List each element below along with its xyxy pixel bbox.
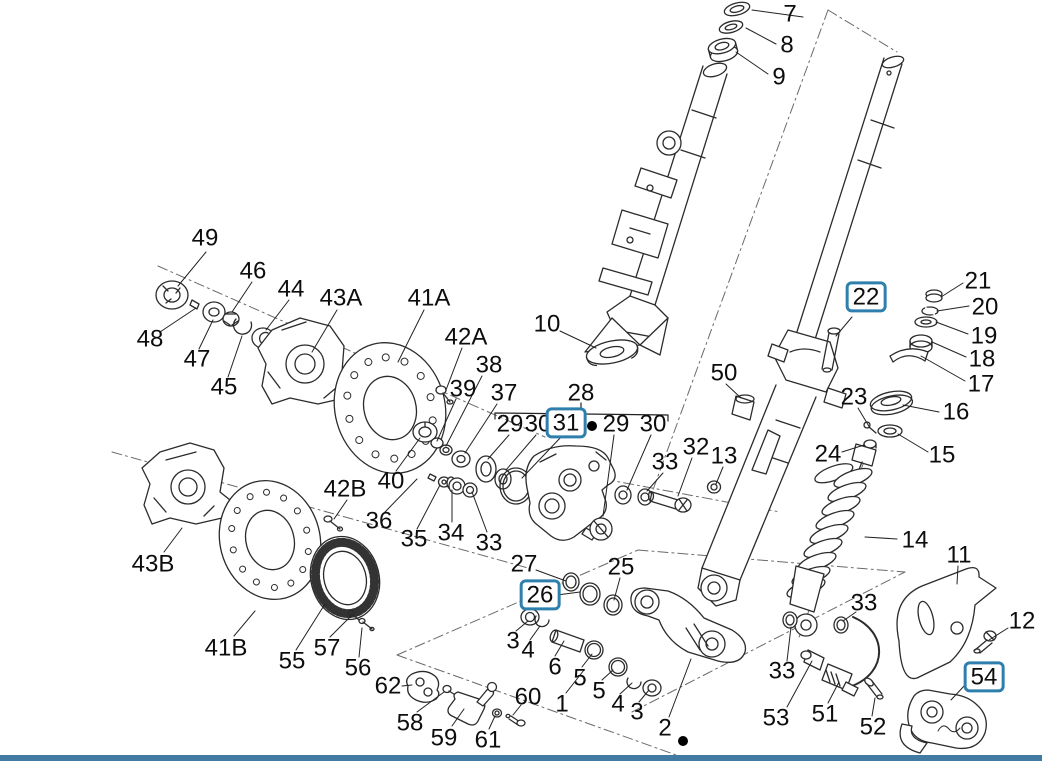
steering-seal-drawing [585, 339, 639, 367]
callout-42B: 42B [323, 475, 367, 503]
callout-58: 58 [396, 709, 424, 737]
callout-4-1: 4 [521, 636, 535, 664]
callout-46: 46 [239, 257, 267, 285]
callout-4-2: 4 [611, 690, 625, 718]
callout-1: 1 [555, 690, 569, 718]
callout-14: 14 [901, 526, 929, 554]
callout-27: 27 [510, 550, 538, 578]
callout-35: 35 [400, 525, 428, 553]
callout-29-1: 29 [496, 410, 524, 438]
callout-7: 7 [783, 0, 797, 28]
callout-61: 61 [474, 726, 502, 754]
callout-25: 25 [607, 553, 635, 581]
callout-17: 17 [967, 370, 995, 398]
front-hub-carrier-drawing [257, 317, 353, 405]
callout-3-2: 3 [630, 698, 644, 726]
callout-33-4: 33 [768, 657, 796, 685]
leader-lines [159, 9, 1009, 730]
callout-26[interactable]: 26 [519, 579, 561, 611]
rear-disc-screws-drawing [323, 515, 375, 632]
callout-20: 20 [971, 293, 999, 321]
callout-41B: 41B [204, 634, 248, 662]
footer-accent-bar [0, 755, 1042, 761]
rear-hub-carrier-drawing [141, 442, 231, 525]
callout-21: 21 [964, 267, 992, 295]
callout-15: 15 [928, 441, 956, 469]
callout-42A: 42A [444, 323, 488, 351]
callout-41A: 41A [407, 284, 451, 312]
callout-5-1: 5 [573, 664, 587, 692]
callout-50: 50 [710, 359, 738, 387]
callout-56: 56 [344, 654, 372, 682]
callout-45: 45 [210, 373, 238, 401]
callout-53: 53 [762, 704, 790, 732]
callout-44: 44 [277, 275, 305, 303]
steering-top-rings-drawing [707, 1, 751, 63]
callout-16: 16 [942, 398, 970, 426]
steering-column-drawing [584, 62, 728, 356]
speed-sensor-drawing [406, 670, 526, 727]
callout-57: 57 [313, 634, 341, 662]
callout-6: 6 [548, 653, 562, 681]
callout-22[interactable]: 22 [845, 281, 887, 313]
callout-47: 47 [183, 345, 211, 373]
brake-caliper-drawing [525, 445, 616, 541]
callout-19: 19 [970, 322, 998, 350]
callout-36: 36 [365, 507, 393, 535]
callout-34: 34 [437, 519, 465, 547]
callout-40: 40 [377, 467, 405, 495]
callout-43A: 43A [319, 284, 363, 312]
dot-2 [678, 736, 688, 746]
side-cover-drawing [896, 566, 997, 680]
callout-30-2: 30 [639, 410, 667, 438]
dot-31 [587, 421, 597, 431]
callout-12: 12 [1008, 607, 1036, 635]
callout-24: 24 [814, 440, 842, 468]
axle-washers-drawing [412, 421, 533, 505]
callout-49: 49 [191, 224, 219, 252]
callout-2: 2 [658, 714, 672, 742]
rear-brake-disc-drawing [218, 479, 322, 601]
callout-10: 10 [533, 310, 561, 338]
fork-leg-drawing [697, 55, 905, 607]
hose-and-switch-drawing [800, 616, 884, 700]
callout-9: 9 [772, 63, 786, 91]
caliper-side-parts-drawing [589, 394, 755, 541]
callout-33-2: 33 [475, 529, 503, 557]
callout-43B: 43B [131, 550, 175, 578]
callout-51: 51 [811, 700, 839, 728]
callout-48: 48 [136, 325, 164, 353]
linkage-parts-drawing [520, 572, 662, 697]
callout-54[interactable]: 54 [963, 661, 1005, 693]
callout-59: 59 [430, 724, 458, 752]
callout-8: 8 [780, 31, 794, 59]
callout-29-2: 29 [602, 410, 630, 438]
suspension-link-arm-drawing [630, 587, 747, 663]
callout-55: 55 [278, 647, 306, 675]
callout-38: 38 [475, 351, 503, 379]
callout-62: 62 [374, 672, 402, 700]
callout-11: 11 [946, 541, 972, 569]
callout-23: 23 [840, 383, 868, 411]
callout-37: 37 [490, 379, 518, 407]
front-hub-small-parts-drawing [155, 280, 275, 349]
callout-18: 18 [968, 345, 996, 373]
callout-5-2: 5 [592, 677, 606, 705]
shock-absorber-drawing [782, 443, 877, 637]
callout-31[interactable]: 31 [545, 407, 587, 439]
callout-33-3: 33 [850, 589, 878, 617]
callout-39: 39 [449, 375, 477, 403]
stem-nut-stack-drawing [863, 289, 943, 449]
callout-28: 28 [567, 379, 595, 407]
callout-33-1: 33 [651, 448, 679, 476]
mudguard-tip-drawing [899, 689, 987, 754]
callout-52: 52 [859, 713, 887, 741]
callout-13: 13 [710, 442, 738, 470]
callout-32: 32 [682, 433, 710, 461]
callout-60: 60 [514, 683, 542, 711]
callout-3-1: 3 [506, 627, 520, 655]
